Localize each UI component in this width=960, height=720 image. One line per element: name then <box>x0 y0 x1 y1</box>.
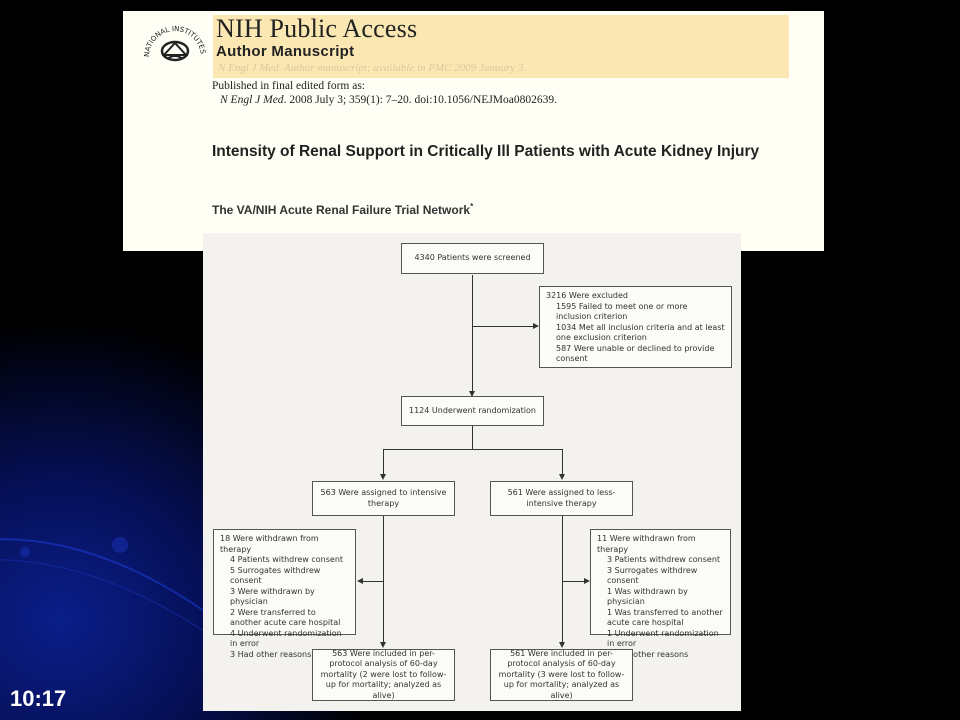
connector-intensive-analysis <box>383 516 384 644</box>
authors-text: The VA/NIH Acute Renal Failure Trial Net… <box>212 203 471 217</box>
excluded-item: 1595 Failed to meet one or more inclusio… <box>556 301 688 322</box>
screened-text: 4340 Patients were screened <box>414 253 531 263</box>
withdrawn-intensive-title: 18 Were withdrawn from therapy <box>220 534 319 554</box>
connector-branch-right <box>562 449 563 477</box>
less-intensive-therapy-box: 561 Were assigned to less-intensive ther… <box>490 481 633 516</box>
nih-seal-logo: NATIONAL INSTITUTES OF HEALTH <box>141 17 207 62</box>
connector-branch-left <box>383 449 384 477</box>
svg-text:NATIONAL INSTITUTES OF HEALTH: NATIONAL INSTITUTES OF HEALTH <box>141 17 207 57</box>
excluded-item: 587 Were unable or declined to provide c… <box>556 343 715 364</box>
withdrawn-intensive-item: 2 Were transferred to another acute care… <box>230 607 341 628</box>
withdrawn-intensive-item: 4 Patients withdrew consent <box>230 555 344 564</box>
randomization-text: 1124 Underwent randomization <box>408 405 536 415</box>
arrow-to-withdrawn-intensive <box>357 578 363 584</box>
randomization-box: 1124 Underwent randomization <box>401 396 544 426</box>
connector-to-withdrawn-intensive <box>362 581 383 582</box>
withdrawn-less-item: 3 Patients withdrew consent <box>607 555 721 564</box>
withdrawn-less-item: 1 Was withdrawn by physician <box>607 586 688 607</box>
excluded-title: 3216 Were excluded <box>546 291 628 300</box>
nih-banner <box>213 15 789 78</box>
connector-randomized-split <box>472 426 473 449</box>
withdrawn-intensive-item: 3 Had other reasons <box>230 649 312 659</box>
withdrawn-intensive-item: 5 Surrogates withdrew consent <box>230 565 321 586</box>
arrow-to-analysis-intensive <box>380 642 386 648</box>
withdrawn-less-title: 11 Were withdrawn from therapy <box>597 534 696 554</box>
arrow-to-excluded <box>533 323 539 329</box>
authors-footnote-mark: * <box>470 202 474 211</box>
withdrawn-intensive-item: 4 Underwent randomization in error <box>230 628 342 649</box>
analysis-intensive-box: 563 Were included in per-protocol analys… <box>312 649 455 701</box>
withdrawn-less-item: 3 Surrogates withdrew consent <box>607 565 698 586</box>
consort-flowchart: 4340 Patients were screened 3216 Were ex… <box>203 233 741 711</box>
elapsed-time-clock: 10:17 <box>10 686 67 711</box>
article-authors: The VA/NIH Acute Renal Failure Trial Net… <box>212 202 473 217</box>
author-manuscript-label: Author Manuscript <box>216 43 355 60</box>
analysis-less-box: 561 Were included in per-protocol analys… <box>490 649 633 701</box>
published-citation: N Engl J Med. 2008 July 3; 359(1): 7–20.… <box>220 94 557 106</box>
seal-text: NATIONAL INSTITUTES OF HEALTH <box>141 17 207 57</box>
analysis-intensive-text: 563 Were included in per-protocol analys… <box>320 648 447 700</box>
published-label: Published in final edited form as: <box>212 80 365 92</box>
withdrawn-less-item: 1 Was transferred to another acute care … <box>607 607 723 628</box>
manuscript-citation: N Engl J Med. Author manuscript; availab… <box>218 62 527 74</box>
connector-less-analysis <box>562 516 563 644</box>
connector-to-excluded <box>473 326 533 327</box>
arrow-to-intensive <box>380 474 386 480</box>
withdrawn-intensive-box: 18 Were withdrawn from therapy 4 Patient… <box>213 529 356 659</box>
screened-box: 4340 Patients were screened <box>401 243 544 274</box>
arrow-to-randomized <box>469 391 475 397</box>
article-header-panel: NATIONAL INSTITUTES OF HEALTH NIH Public… <box>123 11 824 251</box>
withdrawn-less-box: 11 Were withdrawn from therapy 3 Patient… <box>590 529 731 659</box>
withdrawn-less-item: 2 Had other reasons <box>607 649 689 659</box>
arrow-to-less-intensive <box>559 474 565 480</box>
connector-to-withdrawn-less <box>563 581 584 582</box>
less-intensive-therapy-text: 561 Were assigned to less-intensive ther… <box>507 488 616 508</box>
analysis-less-text: 561 Were included in per-protocol analys… <box>498 648 625 700</box>
connector-branch-horizontal <box>383 449 563 450</box>
citation-details: . 2008 July 3; 359(1): 7–20. doi:10.1056… <box>283 94 558 106</box>
journal-name: N Engl J Med <box>220 94 284 106</box>
arrow-to-analysis-less <box>559 642 565 648</box>
arrow-to-withdrawn-less <box>584 578 590 584</box>
article-title: Intensity of Renal Support in Critically… <box>212 143 760 160</box>
withdrawn-less-item: 1 Underwent randomization in error <box>607 628 719 649</box>
intensive-therapy-text: 563 Were assigned to intensive therapy <box>320 488 447 508</box>
excluded-box: 3216 Were excluded 1595 Failed to meet o… <box>539 286 732 368</box>
withdrawn-intensive-item: 3 Were withdrawn by physician <box>230 586 315 607</box>
connector-screened-randomized <box>472 275 473 393</box>
excluded-item: 1034 Met all inclusion criteria and at l… <box>556 322 725 343</box>
intensive-therapy-box: 563 Were assigned to intensive therapy <box>312 481 455 516</box>
nih-public-access-title: NIH Public Access <box>216 14 418 43</box>
